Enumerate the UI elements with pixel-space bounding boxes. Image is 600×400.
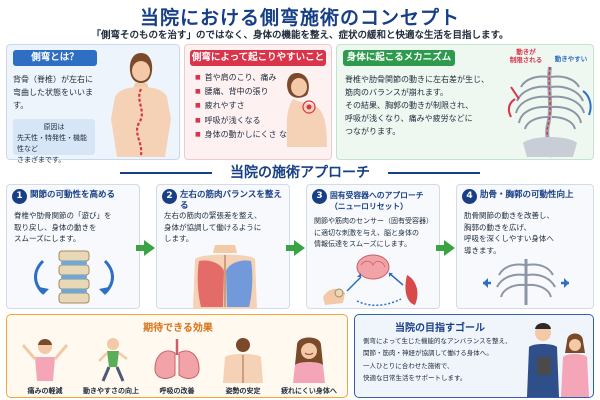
- expected-effects-panel: 期待できる効果 痛みの軽減 動きやすさの向上 呼吸の改善: [6, 314, 348, 398]
- step-desc-line: 胸郭の動きを広げ、: [464, 222, 531, 232]
- section-rule-right: [388, 172, 480, 174]
- ribcage-illustration: [507, 66, 592, 158]
- step-desc-line: 導きます。: [464, 245, 501, 255]
- goal-line: 一人ひとりに合わせた施術で、: [363, 362, 454, 370]
- page-title: 当院における側弯施術のコンセプト: [139, 7, 460, 29]
- mechanism-panel: 身体に起こるメカニズム 脊椎や肋骨関節の動きに左右差が生じ、 筋肉のバランスが崩…: [336, 44, 594, 160]
- symptoms-list: 首や肩のこり、痛み 腰痛、背中の張り 疲れやすさ 呼吸が浅くなる 身体の動かしに…: [195, 71, 295, 142]
- step-number: 3: [312, 189, 327, 204]
- step-arrow: [136, 240, 155, 256]
- effect-label: 呼吸の改善: [159, 387, 195, 395]
- step-desc-line: 取り戻し、身体の動きを: [14, 222, 97, 232]
- step-title: 固有受容器へのアプローチ（ニューロリセット）: [330, 191, 424, 211]
- step-desc-line: 情報伝達をスムーズにします。: [314, 240, 411, 248]
- step-desc-line: に適切な刺激を与え、脳と身体の: [314, 228, 419, 237]
- step-desc-line: 呼吸を深くしやすい身体へ: [464, 234, 554, 243]
- step-description: 左右の筋肉の緊張差を整え、 身体が協調して働けるように します。: [164, 210, 284, 245]
- label-restricted: 動きが 制限される: [505, 48, 547, 64]
- smiling-woman-icon: [293, 337, 325, 383]
- symptoms-panel: 側弯によって起こりやすいこと 首や肩のこり、痛み 腰痛、背中の張り 疲れやすさ …: [184, 44, 332, 160]
- step-desc-line: します。: [164, 234, 194, 243]
- mechanism-line5: つながります。: [345, 127, 401, 136]
- symptoms-heading: 側弯によって起こりやすいこと: [190, 50, 326, 66]
- cause-line2: 先天性・特発性・機能性など: [17, 134, 87, 153]
- step-number: 1: [12, 189, 27, 204]
- walking-man-icon: [98, 338, 128, 382]
- goal-text: 側弯によって生じた機能的なアンバランスを整え、 関節・筋肉・神経が協調して働ける…: [363, 336, 523, 384]
- mechanism-heading: 身体に起こるメカニズム: [343, 50, 455, 66]
- label-restricted-1: 動きが: [516, 48, 536, 56]
- step-arrow: [286, 240, 305, 256]
- step-title: 肋骨・胸郭の可動性向上: [480, 190, 574, 200]
- label-easy: 動きやすい: [554, 55, 588, 63]
- cause-line3: さまざまです。: [17, 156, 66, 164]
- clinic-goal-panel: 当院の目指すゴール 側弯によって生じた機能的なアンバランスを整え、 関節・筋肉・…: [354, 314, 594, 398]
- step-desc-line: スムーズにします。: [14, 234, 81, 243]
- label-restricted-2: 制限される: [509, 56, 543, 64]
- effect-label: 疲れにくい身体へ: [281, 387, 337, 395]
- what-is-scoliosis-heading: 側弯とは？: [13, 50, 97, 66]
- mechanism-text: 脊椎や肋骨関節の動きに左右差が生じ、 筋肉のバランスが崩れます。 その結果、胸郭…: [345, 73, 505, 138]
- what-text-line1: 背骨（脊椎）が左右に: [13, 75, 93, 84]
- mechanism-line2: 筋肉のバランスが崩れます。: [345, 88, 449, 97]
- effect-item-fatigue: 疲れにくい身体へ: [277, 335, 341, 397]
- goal-title: 当院の目指すゴール: [395, 323, 485, 334]
- effect-item-posture: 姿勢の安定: [211, 335, 275, 397]
- effect-label: 痛みの軽減: [27, 387, 63, 395]
- symptom-item: 身体の動かしにくさ など: [195, 128, 295, 142]
- what-is-scoliosis-panel: 側弯とは？ 背骨（脊椎）が左右に 弯曲した状態をいいます。 原因は 先天性・特発…: [6, 44, 180, 164]
- chest-expansion-illustration: [483, 259, 569, 305]
- step-desc-line: 肋骨関節の動きを改善し、: [464, 211, 554, 220]
- effect-label: 姿勢の安定: [225, 387, 261, 395]
- section-rule-left: [120, 172, 212, 174]
- symptom-item: 疲れやすさ: [195, 99, 295, 113]
- effect-item-breathing: 呼吸の改善: [145, 335, 209, 397]
- page-subtitle: 「側弯そのものを治す」のではなく、身体の機能を整え、症状の緩和と快適な生活を目指…: [91, 30, 509, 41]
- practitioner-and-patient-illustration: [527, 323, 589, 397]
- brain-joint-muscle-illustration: [323, 254, 418, 306]
- symptom-item: 首や肩のこり、痛み: [195, 71, 295, 85]
- goal-line: 快適な日常生活をサポートします。: [363, 373, 467, 382]
- approach-step-1: 1 関節の可動性を高める 脊椎や肋骨関節の「遊び」を 取り戻し、身体の動きを ス…: [6, 184, 140, 309]
- stretching-woman-icon: [21, 339, 69, 381]
- vertebrae-illustration: [34, 250, 114, 304]
- effect-label: 動きやすさの向上: [83, 387, 139, 395]
- approach-step-2: 2 左右の筋肉バランスを整える 左右の筋肉の緊張差を整え、 身体が協調して働ける…: [156, 184, 290, 309]
- mechanism-line4: 呼吸が浅くなり、痛みや疲労などに: [345, 114, 473, 123]
- step-title: 関節の可動性を高める: [30, 190, 116, 200]
- step-number: 2: [162, 189, 177, 204]
- mechanism-line3: その結果、胸郭の動きが制限され、: [345, 101, 474, 110]
- step-number: 4: [462, 189, 477, 204]
- approach-step-3: 3 固有受容器へのアプローチ（ニューロリセット） 関節や筋肉のセンサー（固有受容…: [306, 184, 440, 309]
- cause-line1: 原因は: [43, 123, 65, 131]
- symptom-item: 呼吸が浅くなる: [195, 114, 295, 128]
- step-arrow: [436, 240, 455, 256]
- neck-pain-woman-illustration: [286, 73, 327, 147]
- step-desc-line: 左右の筋肉の緊張差を整え、: [164, 211, 262, 220]
- straight-back-icon: [223, 338, 263, 383]
- mechanism-line1: 脊椎や肋骨関節の動きに左右差が生じ、: [345, 75, 489, 84]
- what-text-line2: 弯曲した状態をいいます。: [13, 88, 93, 110]
- back-muscles-illustration: [193, 245, 257, 309]
- goal-line: 側弯によって生じた機能的なアンバランスを整え、: [363, 337, 512, 345]
- step-description: 肋骨関節の動きを改善し、 胸郭の動きを広げ、 呼吸を深くしやすい身体へ 導きます…: [464, 210, 588, 256]
- symptom-item: 腰痛、背中の張り: [195, 85, 295, 99]
- what-is-scoliosis-text: 背骨（脊椎）が左右に 弯曲した状態をいいます。: [13, 73, 103, 112]
- step-desc-line: 脊椎や肋骨関節の「遊び」を: [14, 211, 112, 220]
- step-title: 左右の筋肉バランスを整える: [180, 190, 282, 211]
- step-description: 脊椎や肋骨関節の「遊び」を 取り戻し、身体の動きを スムーズにします。: [14, 210, 134, 245]
- lungs-icon: [154, 339, 200, 379]
- scoliosis-back-illustration: [111, 53, 171, 157]
- effects-title: 期待できる効果: [143, 323, 213, 334]
- approach-title: 当院の施術アプローチ: [230, 165, 370, 181]
- goal-line: 関節・筋肉・神経が協調して働ける身体へ。: [363, 348, 493, 357]
- effect-item-pain-relief: 痛みの軽減: [13, 335, 77, 397]
- approach-step-4: 4 肋骨・胸郭の可動性向上 肋骨関節の動きを改善し、 胸郭の動きを広げ、 呼吸を…: [456, 184, 594, 309]
- step-desc-line: 関節や筋肉のセンサー（固有受容器）: [314, 217, 433, 225]
- cause-box: 原因は 先天性・特発性・機能性など さまざまです。: [13, 119, 95, 164]
- step-desc-line: 身体が協調して働けるように: [164, 222, 262, 232]
- effect-item-mobility: 動きやすさの向上: [79, 335, 143, 397]
- step-description: 関節や筋肉のセンサー（固有受容器） に適切な刺激を与え、脳と身体の 情報伝達をス…: [314, 216, 434, 251]
